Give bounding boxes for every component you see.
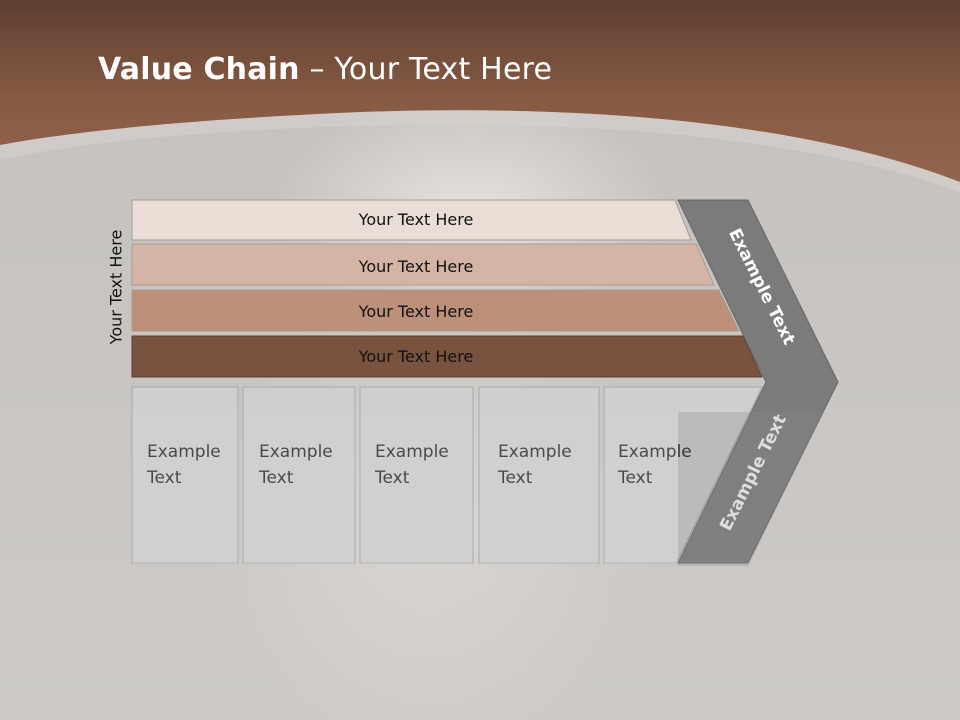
band-3	[131, 289, 740, 332]
cell-3-text: Example Text	[375, 439, 449, 491]
cell-4-text: Example Text	[498, 439, 572, 491]
cell-3-box	[359, 386, 474, 564]
cell-1-text: Example Text	[147, 439, 221, 491]
cell-4-box	[478, 386, 600, 564]
reflection-shapes	[131, 412, 838, 566]
chevron-arrow	[677, 199, 839, 564]
cell-1-line1: Example	[147, 439, 221, 465]
cell-4-line1: Example	[498, 439, 572, 465]
cell-1-line2: Text	[147, 465, 221, 491]
cell-1-box	[131, 386, 239, 564]
band-1	[131, 199, 692, 241]
cell-2-line1: Example	[259, 439, 333, 465]
slide-title: Value Chain – Your Text Here	[98, 52, 552, 87]
cell-5-box	[603, 386, 763, 564]
band-2-label: Your Text Here	[358, 257, 474, 276]
band-3-label: Your Text Here	[358, 302, 474, 321]
cell-5-line2: Text	[618, 465, 692, 491]
title-bold: Value Chain	[98, 52, 300, 87]
band-4-label: Your Text Here	[358, 347, 474, 366]
cells-reflection	[0, 412, 960, 566]
band-1-label: Your Text Here	[358, 210, 474, 229]
cell-2-text: Example Text	[259, 439, 333, 491]
cell-2-box	[242, 386, 356, 564]
cell-4-line2: Text	[498, 465, 572, 491]
cell-5-text: Example Text	[618, 439, 692, 491]
band-4	[131, 335, 763, 378]
cell-3-line1: Example	[375, 439, 449, 465]
cell-5-line1: Example	[618, 439, 692, 465]
band-2	[131, 243, 715, 286]
cell-2-line2: Text	[259, 465, 333, 491]
title-rest: – Your Text Here	[299, 52, 553, 87]
cell-3-line2: Text	[375, 465, 449, 491]
